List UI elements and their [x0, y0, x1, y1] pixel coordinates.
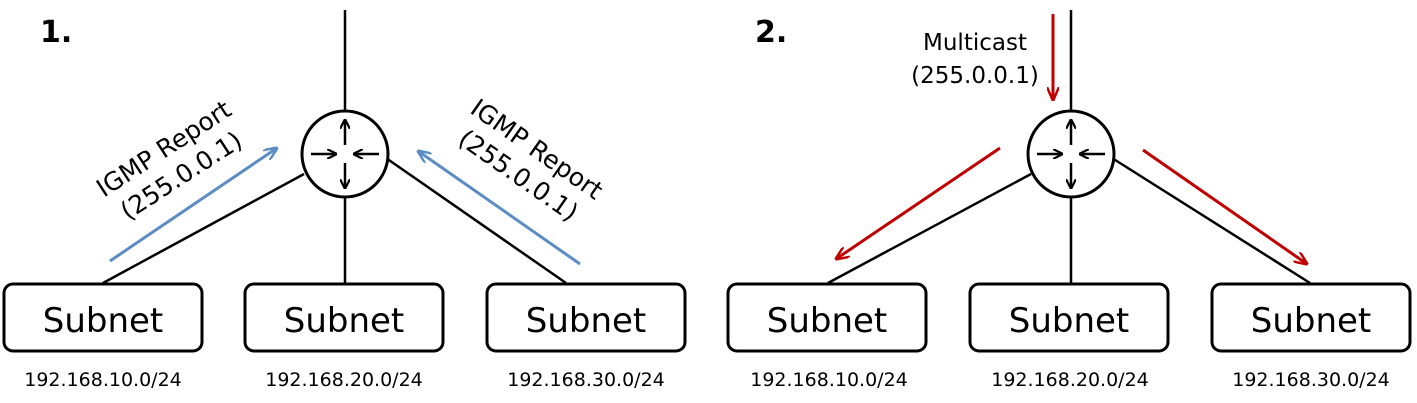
- multicast-arrow: [1142, 148, 1307, 264]
- igmp-report-label: IGMP Report (255.0.0.1): [453, 93, 608, 227]
- igmp-report-arrow: [418, 151, 581, 266]
- igmp-report-arrow: [109, 148, 277, 263]
- igmp-report-label: IGMP Report (255.0.0.1): [91, 95, 247, 226]
- subnet-box: Subnet: [2, 282, 204, 353]
- panel-2: 2. Subnet 192.168.10.0/24 Subnet 192.168…: [726, 10, 1412, 391]
- subnet-box: Subnet: [243, 282, 445, 353]
- panel-1: 1. Subnet 192.168.10.0/24 Subnet 192.168…: [2, 10, 687, 391]
- subnet-box: Subnet: [726, 282, 928, 353]
- svg-text:(255.0.0.1): (255.0.0.1): [911, 63, 1039, 89]
- svg-text:Subnet: Subnet: [767, 301, 888, 341]
- multicast-arrow: [836, 146, 1001, 259]
- subnet-cidr: 192.168.30.0/24: [507, 369, 665, 391]
- svg-text:Multicast: Multicast: [923, 30, 1027, 56]
- subnet-cidr: 192.168.30.0/24: [1232, 369, 1390, 391]
- link-line: [827, 172, 1032, 285]
- link-line: [385, 156, 567, 285]
- subnet-box: Subnet: [485, 282, 687, 353]
- svg-text:Subnet: Subnet: [43, 301, 164, 341]
- router-icon: [300, 109, 390, 199]
- svg-text:Subnet: Subnet: [1251, 301, 1372, 341]
- subnet-box: Subnet: [968, 282, 1170, 353]
- subnet-cidr: 192.168.10.0/24: [24, 369, 182, 391]
- subnet-cidr: 192.168.20.0/24: [991, 369, 1149, 391]
- link-line: [1111, 156, 1311, 285]
- subnet-box: Subnet: [1210, 282, 1412, 353]
- subnet-cidr: 192.168.20.0/24: [265, 369, 423, 391]
- multicast-label: Multicast (255.0.0.1): [911, 30, 1039, 89]
- svg-text:Subnet: Subnet: [284, 301, 405, 341]
- svg-text:Subnet: Subnet: [1009, 301, 1130, 341]
- svg-text:Subnet: Subnet: [526, 301, 647, 341]
- step-label: 1.: [40, 15, 72, 50]
- router-icon: [1026, 109, 1116, 199]
- link-line: [102, 172, 305, 285]
- subnet-cidr: 192.168.10.0/24: [750, 369, 908, 391]
- step-label: 2.: [755, 15, 787, 50]
